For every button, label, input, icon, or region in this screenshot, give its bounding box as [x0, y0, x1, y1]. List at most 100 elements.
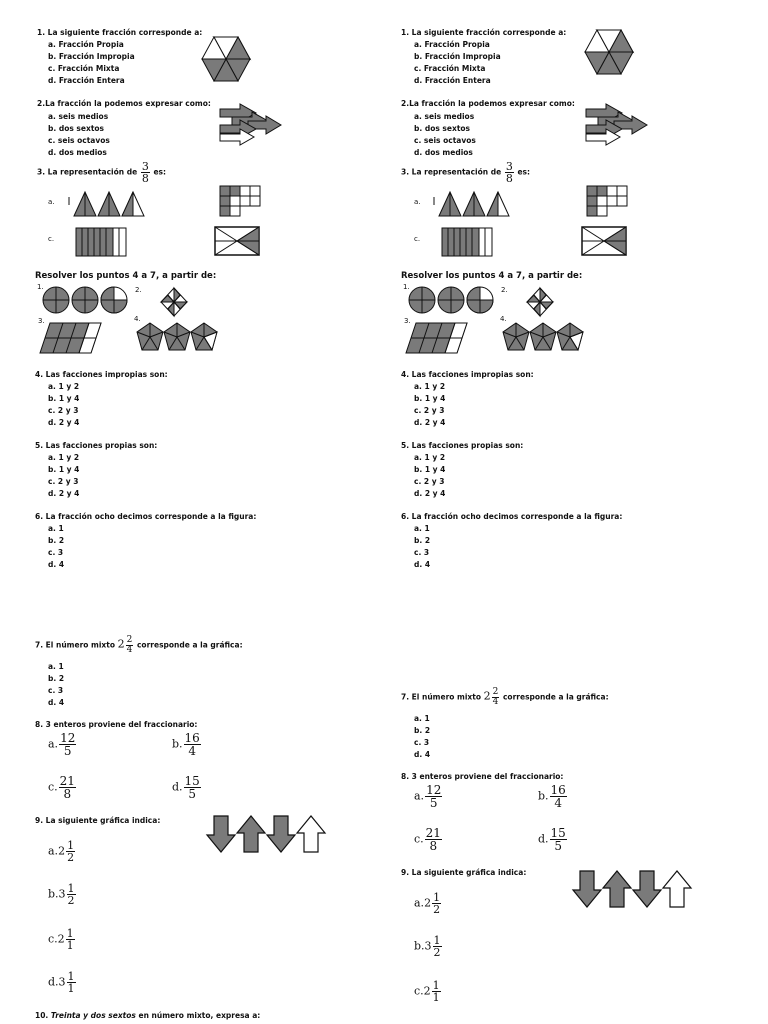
q2-option-b: b. dos sextos — [48, 124, 105, 133]
q1-option-d-copy: d. Fracción Entera — [414, 76, 491, 85]
triangles-figure — [68, 190, 145, 217]
arrows-figure — [219, 103, 282, 146]
pentagons-figure-copy — [502, 322, 584, 352]
q2-question: 2.La fracción la podemos expresar como: — [37, 99, 211, 108]
q6-option-a-copy: a. 1 — [414, 524, 430, 533]
q6-option-b-copy: b. 2 — [414, 536, 431, 545]
q3-label-c: c. — [48, 235, 55, 243]
intro-heading: Resolver los puntos 4 a 7, a partir de: — [35, 271, 217, 281]
fig3-label: 3. — [38, 317, 45, 325]
circles-figure — [42, 286, 128, 314]
q2-option-d-copy: d. dos medios — [414, 148, 473, 157]
fig3-label-copy: 3. — [404, 317, 411, 325]
rhombus-figure-copy — [525, 286, 555, 318]
fig2-label: 2. — [135, 286, 142, 294]
q6-option-d: d. 4 — [48, 560, 65, 569]
pentagons-figure — [136, 322, 218, 352]
q5-option-b: b. 1 y 4 — [48, 465, 80, 474]
fig4-label: 4. — [134, 315, 141, 323]
q3-label-a-copy: a. — [414, 198, 421, 206]
q6-option-c: c. 3 — [48, 548, 64, 557]
q1-option-a: a. Fracción Propia — [48, 40, 124, 49]
circles-figure-copy — [408, 286, 494, 314]
q4-option-d: d. 2 y 4 — [48, 418, 80, 427]
q8-question-copy: 8. 3 enteros proviene del fraccionario: — [401, 772, 564, 781]
parallelogram-figure — [39, 322, 102, 354]
envelope-figure-copy — [581, 226, 627, 256]
q9-question-copy: 9. La siguiente gráfica indica: — [401, 868, 527, 877]
q7-option-d: d. 4 — [48, 698, 65, 707]
q6-option-b: b. 2 — [48, 536, 65, 545]
q2-question-copy: 2.La fracción la podemos expresar como: — [401, 99, 575, 108]
fig4-label-copy: 4. — [500, 315, 507, 323]
triangles-figure-copy — [433, 190, 510, 217]
arrows-figure-copy — [585, 103, 648, 146]
q5-option-c: c. 2 y 3 — [48, 477, 79, 486]
q2-option-c: c. seis octavos — [48, 136, 110, 145]
q5-option-d-copy: d. 2 y 4 — [414, 489, 446, 498]
bars-figure — [75, 227, 127, 257]
q1-question: 1. La siguiente fracción corresponde a: — [37, 28, 203, 37]
q6-question: 6. La fracción ocho decimos corresponde … — [35, 512, 257, 521]
q4-question: 4. Las facciones impropias son: — [35, 370, 168, 379]
vertical-arrows-figure-copy — [571, 870, 693, 908]
q3-label-c-copy: c. — [414, 235, 421, 243]
q3-label-a: a. — [48, 198, 55, 206]
q7-option-a-copy: a. 1 — [414, 714, 430, 723]
q7-option-a: a. 1 — [48, 662, 64, 671]
fig1-label: 1. — [37, 283, 44, 291]
q4-option-c: c. 2 y 3 — [48, 406, 79, 415]
q5-option-d: d. 2 y 4 — [48, 489, 80, 498]
q1-question-copy: 1. La siguiente fracción corresponde a: — [401, 28, 567, 37]
q1-option-b-copy: b. Fracción Impropia — [414, 52, 501, 61]
q5-option-a: a. 1 y 2 — [48, 453, 80, 462]
q2-option-a-copy: a. seis medios — [414, 112, 475, 121]
vertical-arrows-figure — [205, 815, 327, 853]
q5-option-a-copy: a. 1 y 2 — [414, 453, 446, 462]
q1-option-c: c. Fracción Mixta — [48, 64, 120, 73]
q4-option-c-copy: c. 2 y 3 — [414, 406, 445, 415]
q8-question: 8. 3 enteros proviene del fraccionario: — [35, 720, 198, 729]
q4-option-d-copy: d. 2 y 4 — [414, 418, 446, 427]
q4-option-b: b. 1 y 4 — [48, 394, 80, 403]
q7-option-c: c. 3 — [48, 686, 64, 695]
q6-option-a: a. 1 — [48, 524, 64, 533]
q2-option-b-copy: b. dos sextos — [414, 124, 471, 133]
q2-option-a: a. seis medios — [48, 112, 109, 121]
q6-option-d-copy: d. 4 — [414, 560, 431, 569]
q4-question-copy: 4. Las facciones impropias son: — [401, 370, 534, 379]
q1-option-c-copy: c. Fracción Mixta — [414, 64, 486, 73]
q4-option-a-copy: a. 1 y 2 — [414, 382, 446, 391]
rhombus-figure — [159, 286, 189, 318]
q4-option-b-copy: b. 1 y 4 — [414, 394, 446, 403]
envelope-figure — [214, 226, 260, 256]
q5-question: 5. Las facciones propias son: — [35, 441, 158, 450]
q9-question: 9. La siguiente gráfica indica: — [35, 816, 161, 825]
q5-question-copy: 5. Las facciones propias son: — [401, 441, 524, 450]
fig1-label-copy: 1. — [403, 283, 410, 291]
q10-question: 10. Treinta y dos sextos en número mixto… — [35, 1011, 261, 1020]
right-column: 1. La siguiente fracción corresponde a: … — [401, 28, 693, 1003]
intro-heading-copy: Resolver los puntos 4 a 7, a partir de: — [401, 271, 583, 281]
hexagon-figure — [201, 35, 252, 83]
q2-option-c-copy: c. seis octavos — [414, 136, 476, 145]
q7-option-b-copy: b. 2 — [414, 726, 431, 735]
q5-option-c-copy: c. 2 y 3 — [414, 477, 445, 486]
